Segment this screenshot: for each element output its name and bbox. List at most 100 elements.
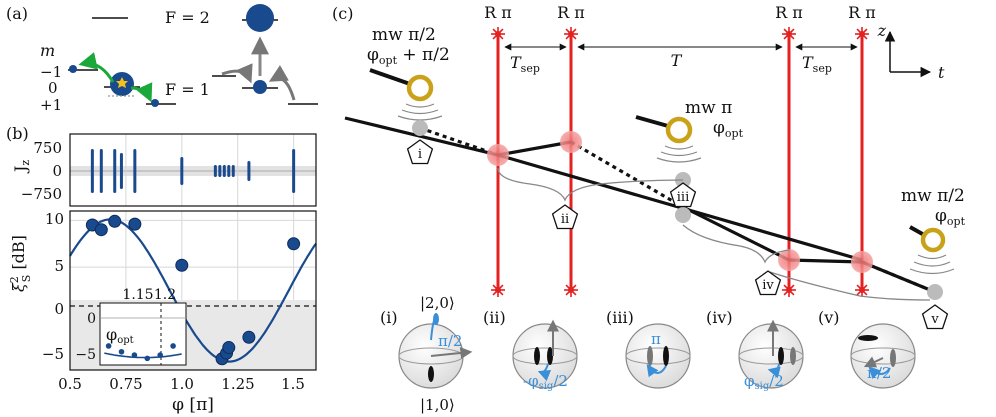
state-blob-v-a <box>858 335 878 341</box>
stage-pentagon-i <box>406 139 434 165</box>
laser-star-core <box>568 287 574 293</box>
atom-f2-right <box>246 4 274 32</box>
jz-plot: 750 0 −750 Jz <box>11 133 317 207</box>
stage-pentagon-iii <box>669 182 697 208</box>
t-axis-label: t <box>938 63 945 82</box>
atom-small-right <box>151 99 159 107</box>
sphere-ii-phase-arc <box>537 363 552 382</box>
laser-star-core <box>786 287 792 293</box>
state-blob-iv-a <box>778 347 784 365</box>
inset-data-point <box>118 348 125 355</box>
sq-ytick-5: 5 <box>54 257 64 275</box>
inset-data-point <box>144 355 151 362</box>
jz-distribution-mark <box>227 165 231 177</box>
panel-label-c: (c) <box>332 4 353 23</box>
state-blob-v-b <box>890 349 896 367</box>
inset-data-point <box>170 343 176 349</box>
mw3-label-line1: mw π/2 <box>901 186 965 206</box>
mw-coil-1 <box>369 68 443 121</box>
state-blob-i <box>428 366 434 382</box>
jz-distribution-mark <box>247 161 251 181</box>
coil-2-stem <box>635 115 669 128</box>
panel-label-a: (a) <box>6 4 28 23</box>
pulse-spot-2 <box>560 131 582 153</box>
stage-dot-i <box>412 120 428 136</box>
inset-data-point <box>131 352 138 358</box>
m-label: m <box>40 41 55 60</box>
state-blob-iii-a <box>647 346 653 366</box>
sphere-label-ii: (ii) <box>483 308 506 327</box>
coil-3-waves <box>909 254 955 275</box>
mw1-label-line1: mw π/2 <box>372 25 436 45</box>
brace-ii <box>497 167 684 202</box>
inset-ytick-0: 0 <box>87 311 96 327</box>
coil-1-loop <box>406 74 434 102</box>
squeezing-plot: 10 5 0 −5 0.5 0.75 1.0 1.25 1.5 φ [π] ξ2… <box>8 210 317 415</box>
laser-star-icon <box>564 27 578 41</box>
inset-fit-curve <box>104 352 182 359</box>
r-pi-label-3: R π <box>775 3 803 22</box>
laser-star-core <box>495 31 501 37</box>
sphere-v-arrow <box>863 356 884 368</box>
inset-ytick-neg5: −5 <box>75 347 96 363</box>
laser-star-icon <box>491 27 505 41</box>
atom-small-left <box>69 65 77 73</box>
sphere-label-i: (i) <box>380 308 398 327</box>
xtick-1.0: 1.0 <box>170 375 194 393</box>
sq-ytick-0: 0 <box>54 300 64 318</box>
jz-distribution-mark <box>90 149 94 193</box>
inset-xtick-1.2: 1.2 <box>154 287 176 303</box>
pulse-spot-4 <box>851 251 873 273</box>
f1-label: F = 1 <box>165 80 210 99</box>
green-arrow-right-icon <box>130 82 153 103</box>
coil-2-loop <box>665 116 693 144</box>
stage-dot-iii-b <box>675 207 691 223</box>
sphere-equator <box>738 347 804 365</box>
jz-distribution-mark <box>222 165 226 177</box>
m-minus1: −1 <box>40 63 62 81</box>
sphere-iv-phase-arc <box>767 363 781 379</box>
xtick-0.5: 0.5 <box>58 375 82 393</box>
state-blob-ii-a <box>534 347 540 365</box>
traj-initial-dashed <box>419 126 499 157</box>
stage-pentagon-ii <box>551 204 579 230</box>
sphere-label-iv: (iv) <box>706 308 733 327</box>
neg-phi-sig-label: -φsig/2 <box>523 372 568 392</box>
jz-frame <box>69 133 317 207</box>
r-pi-label-4: R π <box>848 3 876 22</box>
inset-data-point <box>105 343 112 349</box>
m-zero: 0 <box>48 79 58 97</box>
state-blob-iv-b <box>790 347 796 365</box>
jz-distribution-mark <box>113 149 117 193</box>
mw-coil-2 <box>635 115 702 163</box>
sphere-label-iii: (iii) <box>606 308 634 327</box>
pulse-spot-3 <box>778 249 800 271</box>
sphere-equator <box>850 347 916 365</box>
gray-arrow-right-icon <box>268 65 296 101</box>
laser-star-icon <box>782 27 796 41</box>
brace-iv <box>682 224 791 264</box>
pi-iii: π <box>651 330 661 348</box>
laser-star-icon <box>855 27 869 41</box>
sq-ylabel: ξ2S [dB] <box>8 235 33 292</box>
state-blob-i-top <box>433 313 439 325</box>
laser-star-icon <box>782 283 796 297</box>
state-blob-ii-b <box>547 347 553 365</box>
mw3-label-line2: φopt <box>935 206 966 228</box>
stage-label-iv: iv <box>762 278 774 293</box>
mw1-label-line2: φopt + π/2 <box>367 45 450 67</box>
data-point <box>222 341 236 355</box>
stage-label-iii: iii <box>677 190 689 205</box>
r-pi-label-1: R π <box>484 3 512 22</box>
state-blob-iii-b <box>663 346 669 366</box>
pi-half-i: π/2 <box>438 332 462 350</box>
ket-1-0: |1,0⟩ <box>420 396 455 414</box>
data-point <box>287 237 301 251</box>
coil-2-waves <box>656 145 702 163</box>
traj-lower <box>497 153 863 262</box>
green-arrow-left-icon <box>78 52 115 83</box>
phi-sig-label: φsig/2 <box>744 372 784 392</box>
bloch-sphere-3 <box>625 323 691 389</box>
jz-distribution-mark <box>180 157 184 185</box>
